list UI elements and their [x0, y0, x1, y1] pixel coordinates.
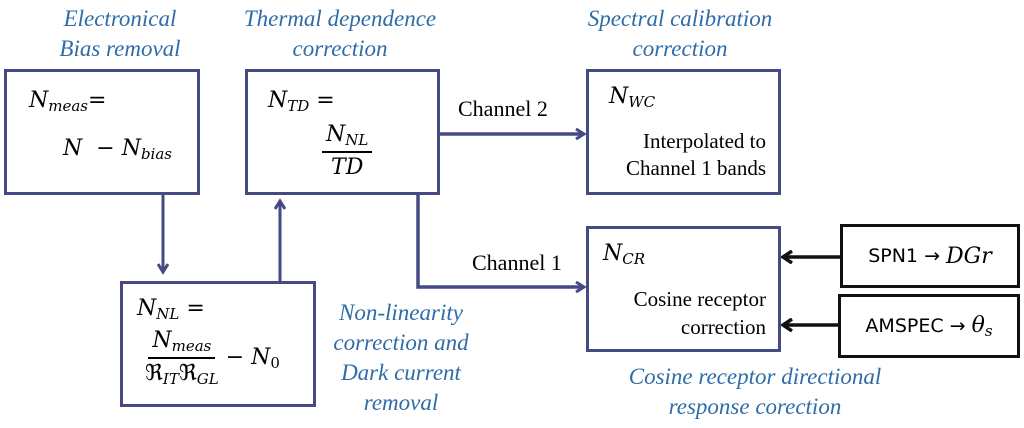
box-cosine-receptor: NCR Cosine receptor correction	[586, 226, 781, 352]
caption-line: Spectral calibration	[587, 6, 773, 31]
input-output: θs	[971, 312, 993, 340]
caption-line: Electronical	[63, 6, 177, 31]
input-source: SPN1	[868, 245, 919, 267]
input-box-spn1: SPN1 → DGr	[840, 224, 1020, 288]
formula-ntd-lhs: NTD =	[268, 88, 335, 115]
formula-nnl-rhs: Nmeas ℜITℜGL − N0	[145, 328, 280, 388]
wc-description-line: Channel 1 bands	[626, 156, 766, 180]
caption-line: Cosine receptor directional	[628, 364, 882, 389]
caption-spectral-calibration: Spectral calibration correction	[565, 4, 795, 64]
cr-description: Cosine receptor correction	[634, 285, 766, 341]
right-arrow-icon: →	[924, 245, 940, 267]
caption-bias-removal: Electronical Bias removal	[40, 4, 200, 64]
input-output: DGr	[946, 243, 992, 269]
box-thermal-dependence: NTD = NNL TD	[245, 69, 440, 195]
caption-line: correction	[292, 36, 388, 61]
caption-line: correction and	[333, 330, 469, 355]
edge-label-channel2: Channel 2	[458, 96, 548, 121]
arrow-channel1	[416, 194, 584, 287]
wc-description: Interpolated to Channel 1 bands	[626, 128, 766, 182]
caption-line: response corection	[668, 394, 842, 419]
caption-line: Bias removal	[59, 36, 181, 61]
caption-line: correction	[632, 36, 728, 61]
cr-description-line: Cosine receptor	[633, 287, 766, 311]
input-box-amspec: AMSPEC → θs	[838, 294, 1020, 358]
caption-cosine-receptor: Cosine receptor directional response cor…	[585, 362, 925, 422]
input-source: AMSPEC	[865, 315, 944, 337]
formula-ntd-fraction: NNL TD	[322, 122, 373, 180]
caption-line: Non-linearity	[339, 300, 463, 325]
cr-description-line: correction	[680, 315, 766, 339]
wc-description-line: Interpolated to	[642, 129, 766, 153]
caption-line: Dark current	[341, 360, 461, 385]
caption-thermal-dependence: Thermal dependence correction	[220, 4, 460, 64]
formula-nmeas-rhs: N − Nbias	[63, 136, 172, 163]
box-nonlinearity: NNL = Nmeas ℜITℜGL − N0	[120, 281, 316, 407]
caption-line: removal	[363, 390, 439, 415]
formula-ncr: NCR	[603, 241, 646, 268]
caption-line: Thermal dependence	[243, 6, 437, 31]
box-spectral-calibration: NWC Interpolated to Channel 1 bands	[586, 69, 781, 195]
formula-nmeas-lhs: Nmeas=	[29, 88, 107, 115]
box-bias-removal: Nmeas= N − Nbias	[4, 69, 200, 195]
formula-nwc: NWC	[609, 84, 656, 111]
edge-label-channel1: Channel 1	[472, 250, 562, 275]
right-arrow-icon: →	[949, 315, 966, 337]
caption-nonlinearity: Non-linearity correction and Dark curren…	[318, 298, 484, 418]
formula-nnl-lhs: NNL =	[137, 296, 205, 323]
